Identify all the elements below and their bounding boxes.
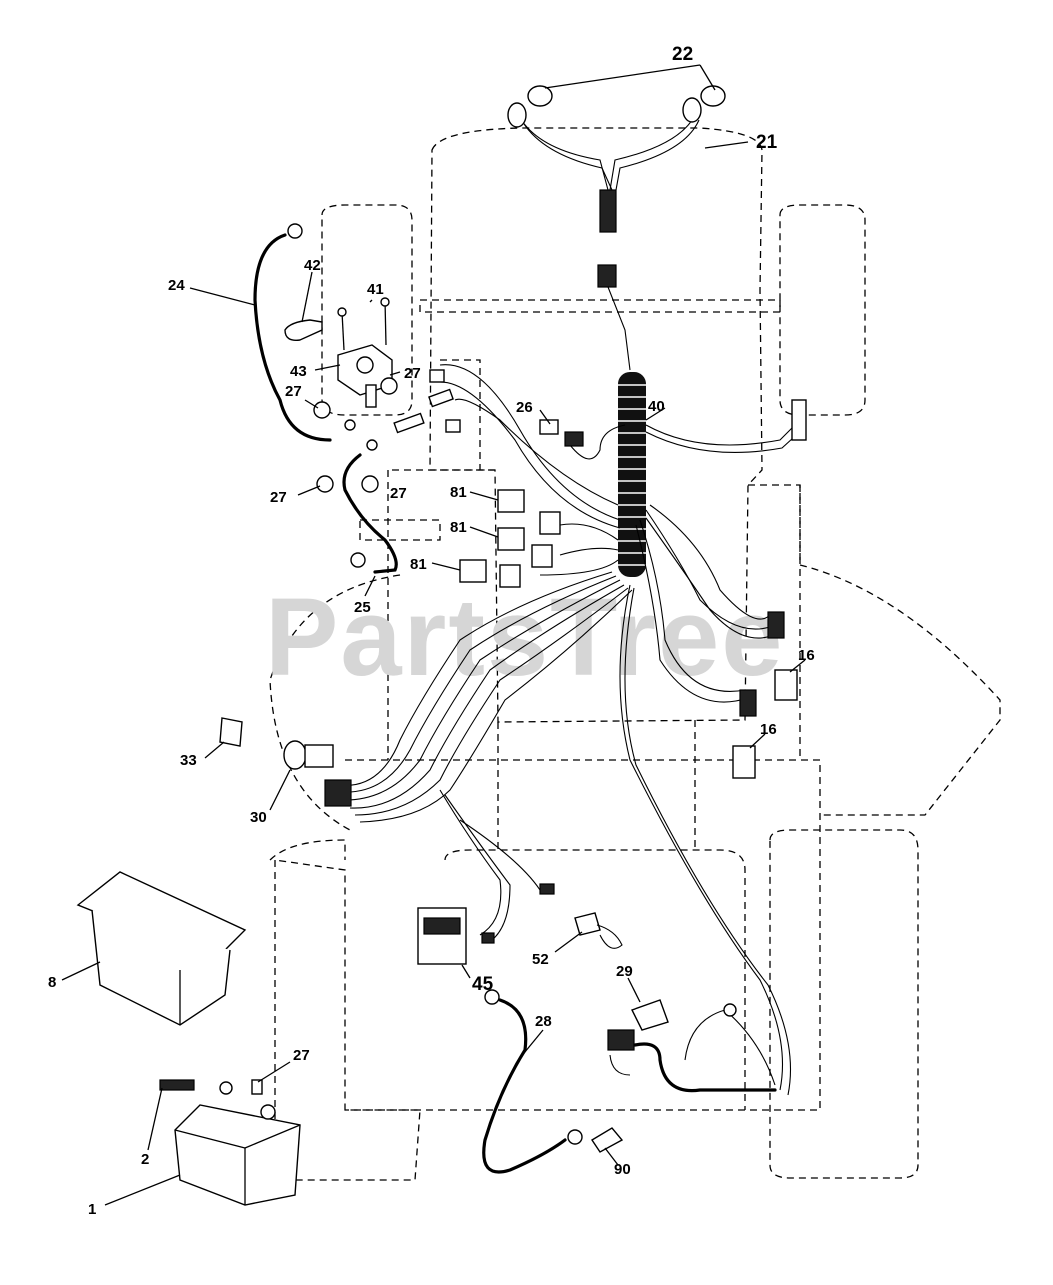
battery-box <box>76 871 247 1026</box>
hour-meter <box>417 789 555 965</box>
frame-box <box>388 469 801 560</box>
connector-26b <box>564 431 584 447</box>
inner-guide-2 <box>359 519 441 541</box>
switch-29 <box>631 999 669 1031</box>
right-switch-plug <box>791 399 807 441</box>
battery-body <box>174 1104 301 1206</box>
label-33: 33 <box>180 752 197 769</box>
tractor-outline <box>269 127 1001 1181</box>
nut-27-d <box>361 475 379 493</box>
label-27-a: 27 <box>404 365 421 382</box>
label-16-a: 16 <box>798 647 815 664</box>
connector-29 <box>607 1029 635 1051</box>
label-8: 8 <box>48 974 56 991</box>
headlight-harness <box>507 85 726 288</box>
fender-right <box>799 564 1001 816</box>
inner-guide-1 <box>440 359 481 470</box>
part-numbers: 22 21 24 42 41 43 27 27 27 27 25 26 40 8… <box>48 44 815 1218</box>
lamp-socket-left <box>507 102 527 128</box>
rear-wheel-left <box>269 839 346 861</box>
label-45: 45 <box>472 974 494 995</box>
solenoid-stud <box>365 384 377 408</box>
hour-meter-45 <box>417 907 467 965</box>
label-21: 21 <box>756 132 778 153</box>
label-2: 2 <box>141 1151 149 1168</box>
label-27-b: 27 <box>285 383 302 400</box>
front-wheel-right <box>779 204 866 416</box>
nut-27-c <box>316 475 334 493</box>
label-27-c: 27 <box>270 489 287 506</box>
nut-27-b <box>380 377 398 395</box>
bolt-2 <box>159 1079 195 1091</box>
switches-16 <box>732 669 798 779</box>
seat-area <box>345 759 821 1111</box>
label-81-b: 81 <box>450 519 467 536</box>
bulb-left <box>527 85 553 107</box>
label-41: 41 <box>367 281 384 298</box>
battery <box>159 1079 301 1206</box>
key-33 <box>219 717 243 747</box>
label-40: 40 <box>648 398 665 415</box>
label-24: 24 <box>168 277 185 294</box>
label-30: 30 <box>250 809 267 826</box>
label-26: 26 <box>516 399 533 416</box>
ignition-switch <box>219 717 352 807</box>
cable-25 <box>342 453 398 574</box>
seat-pan <box>444 849 746 1110</box>
ignition-key-30 <box>283 740 307 770</box>
label-90: 90 <box>614 1161 631 1178</box>
bulb-right <box>700 85 726 107</box>
label-16-b: 16 <box>760 721 777 738</box>
relays-81 <box>459 489 561 588</box>
label-81-c: 81 <box>410 556 427 573</box>
connector-16-lower <box>739 689 757 717</box>
label-52: 52 <box>532 951 549 968</box>
solenoid-assembly <box>284 297 461 493</box>
connector-26a <box>539 419 559 435</box>
label-81-a: 81 <box>450 484 467 501</box>
label-42: 42 <box>304 257 321 274</box>
switch-16-b <box>732 745 756 779</box>
leader-lines <box>61 64 806 1206</box>
nut-27-e <box>251 1079 263 1095</box>
deck-left <box>269 574 401 831</box>
boot-90 <box>591 1127 624 1153</box>
front-axle-outline <box>419 299 781 313</box>
hood-outline <box>429 127 763 723</box>
connector-16-upper <box>767 611 785 639</box>
label-25: 25 <box>354 599 371 616</box>
nut-27-a <box>313 401 331 419</box>
cable-24 <box>253 233 332 442</box>
label-43: 43 <box>290 363 307 380</box>
rear-components <box>482 912 777 1174</box>
label-27-e: 27 <box>293 1047 310 1064</box>
ignition-plug <box>324 779 352 807</box>
lamp-socket-right <box>682 97 702 123</box>
harness-conduit <box>618 372 646 577</box>
label-27-d: 27 <box>390 485 407 502</box>
watermark-text: PartsTree <box>265 576 784 699</box>
label-22: 22 <box>672 44 693 65</box>
label-1: 1 <box>88 1201 96 1218</box>
terminal-boot-42 <box>284 319 323 341</box>
cable-28 <box>482 998 567 1174</box>
rear-wheel-right <box>769 829 919 1179</box>
harness-plug-upper <box>599 189 617 233</box>
label-29: 29 <box>616 963 633 980</box>
main-harness <box>337 286 807 1096</box>
label-28: 28 <box>535 1013 552 1030</box>
harness-plug-lower <box>597 264 617 288</box>
switch-16-a <box>774 669 798 701</box>
battery-cables-front <box>253 223 398 574</box>
connector-52 <box>574 912 601 936</box>
